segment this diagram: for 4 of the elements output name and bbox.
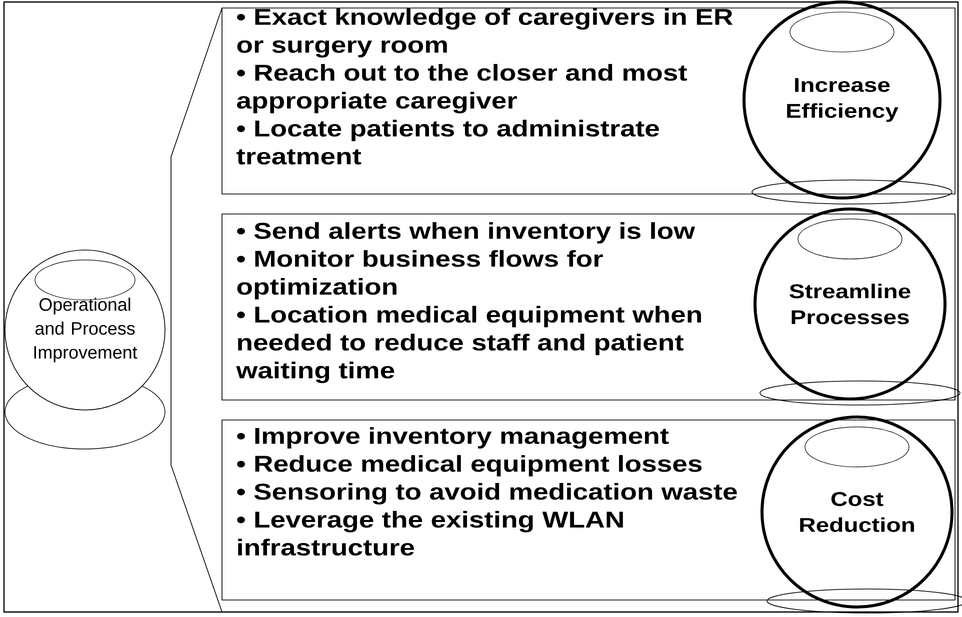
sphere: Cost Reduction	[760, 415, 962, 614]
sphere: Increase Efficiency	[742, 0, 952, 204]
sphere: Operational and Process Improvement	[4, 250, 166, 450]
sphere: Streamline Processes	[754, 207, 960, 406]
